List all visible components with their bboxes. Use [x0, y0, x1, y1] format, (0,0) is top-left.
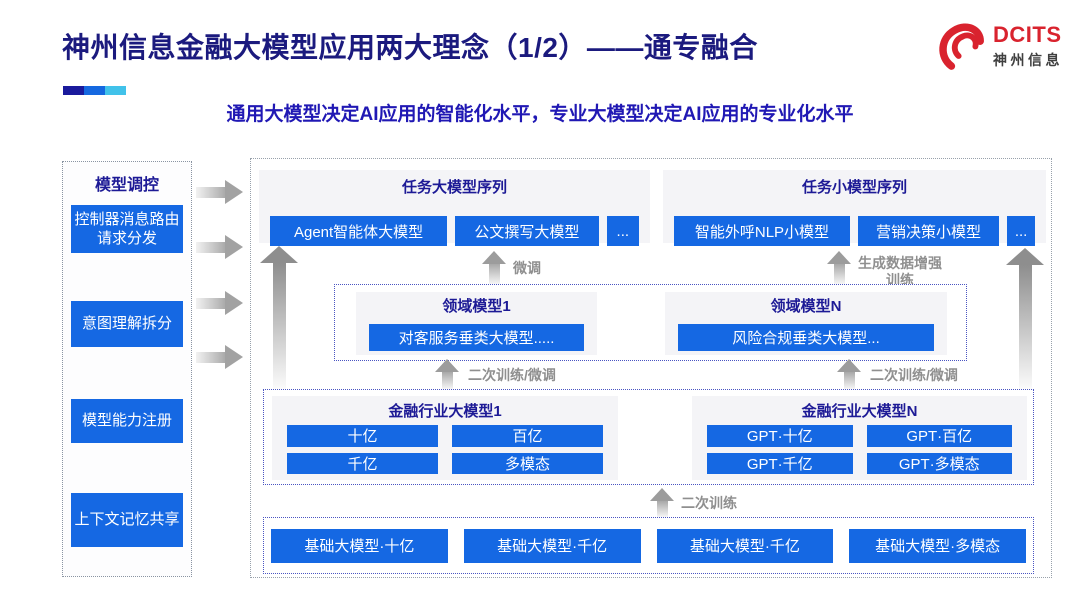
sidebar-item-intent-split: 意图理解拆分: [71, 301, 183, 347]
accent-segment: [84, 86, 105, 95]
model-box-gpt-multimodal: GPT·多模态: [866, 452, 1012, 474]
industry-model-n-panel: 金融行业大模型N GPT·十亿 GPT·百亿 GPT·千亿 GPT·多模态: [692, 396, 1027, 480]
secondary-train-arrow-icon: [650, 488, 674, 517]
model-box-base-100b: 基础大模型·千亿: [463, 528, 641, 563]
sidebar-title: 模型调控: [94, 177, 159, 194]
model-box-10b: 百亿: [452, 425, 603, 447]
model-box-gpt-10b: GPT·百亿: [866, 425, 1012, 447]
model-box-base-100b-2: 基础大模型·千亿: [656, 528, 834, 563]
model-box-marketing-decision: 营销决策小模型: [857, 216, 1000, 246]
chip-grid: GPT·十亿 GPT·百亿 GPT·千亿 GPT·多模态: [707, 425, 1012, 474]
model-box-100b: 千亿: [287, 452, 438, 474]
page-title: 神州信息金融大模型应用两大理念（1/2）——通专融合: [62, 32, 758, 63]
base-models-container: 基础大模型·十亿 基础大模型·千亿 基础大模型·千亿 基础大模型·多模态: [263, 517, 1034, 574]
logo-swirl-icon: [939, 23, 984, 70]
model-box-base-multimodal: 基础大模型·多模态: [849, 528, 1026, 563]
up-arrow-icon: [1006, 248, 1044, 389]
right-arrow-icon: [196, 345, 243, 369]
company-logo: DCITS 神州信息: [936, 18, 1063, 76]
right-arrow-icon: [196, 180, 243, 204]
finetune-arrow-icon: [482, 251, 506, 284]
task-small-models-panel: 任务小模型序列 智能外呼NLP小模型 营销决策小模型 ...: [663, 170, 1046, 246]
gen-data-label: 生成数据增强训练: [858, 255, 942, 288]
panel-title: 金融行业大模型N: [801, 403, 918, 420]
panel-title: 任务大模型序列: [401, 179, 507, 196]
chip-grid: 十亿 百亿 千亿 多模态: [287, 425, 603, 474]
logo-text: DCITS 神州信息: [993, 24, 1063, 70]
sidebar-item-context-memory: 上下文记忆共享: [71, 493, 183, 547]
panel-title: 金融行业大模型1: [388, 403, 502, 420]
model-box-risk-compliance: 风险合规垂类大模型...: [678, 324, 934, 351]
model-box-outbound-nlp: 智能外呼NLP小模型: [674, 216, 850, 246]
industry-models-container: 金融行业大模型1 十亿 百亿 千亿 多模态 金融行业大模型N GPT·十亿 GP…: [263, 389, 1034, 485]
model-box-document-writing: 公文撰写大模型: [455, 216, 599, 246]
sidebar-item-capability-register: 模型能力注册: [71, 399, 183, 443]
model-box-base-1b: 基础大模型·十亿: [271, 528, 448, 563]
accent-segment: [63, 86, 84, 95]
sidebar-item-message-router: 控制器消息路由请求分发: [71, 205, 183, 253]
retrain-arrow-icon: [837, 359, 861, 389]
model-box-gpt-1b: GPT·十亿: [707, 425, 853, 447]
title-accent-bar: [63, 86, 126, 95]
diagram-canvas: 任务大模型序列 Agent智能体大模型 公文撰写大模型 ... 任务小模型序列 …: [250, 158, 1052, 578]
retrain-finetune-left-label: 二次训练/微调: [468, 367, 556, 383]
model-box-more: ...: [1007, 216, 1035, 246]
model-box-1b: 十亿: [287, 425, 438, 447]
right-arrow-icon: [196, 291, 243, 315]
gen-data-arrow-icon: [827, 251, 851, 284]
model-control-panel: 模型调控 控制器消息路由请求分发 意图理解拆分 模型能力注册 上下文记忆共享: [62, 161, 192, 577]
up-arrow-icon: [260, 246, 298, 389]
panel-title: 任务小模型序列: [801, 179, 907, 196]
domain-model-n-panel: 领域模型N 风险合规垂类大模型...: [665, 292, 947, 355]
industry-model-1-panel: 金融行业大模型1 十亿 百亿 千亿 多模态: [272, 396, 618, 480]
right-arrow-icon: [196, 235, 243, 259]
task-large-models-panel: 任务大模型序列 Agent智能体大模型 公文撰写大模型 ...: [259, 170, 650, 246]
panel-title: 领域模型1: [442, 298, 511, 315]
domain-models-container: 领域模型1 对客服务垂类大模型..... 领域模型N 风险合规垂类大模型...: [334, 284, 967, 361]
retrain-arrow-icon: [435, 359, 459, 389]
model-box-more: ...: [606, 216, 639, 246]
model-box-gpt-100b: GPT·千亿: [707, 452, 853, 474]
chip-row: Agent智能体大模型 公文撰写大模型 ...: [270, 216, 639, 246]
chip-row: 智能外呼NLP小模型 营销决策小模型 ...: [674, 216, 1035, 246]
model-box-agent: Agent智能体大模型: [270, 216, 448, 246]
accent-segment: [105, 86, 126, 95]
domain-model-1-panel: 领域模型1 对客服务垂类大模型.....: [356, 292, 597, 355]
page-subtitle: 通用大模型决定AI应用的智能化水平，专业大模型决定AI应用的专业化水平: [226, 104, 854, 125]
secondary-train-label: 二次训练: [681, 495, 737, 511]
logo-company-text: 神州信息: [993, 52, 1063, 68]
logo-brand-text: DCITS: [993, 22, 1062, 47]
panel-title: 领域模型N: [770, 298, 842, 315]
retrain-finetune-right-label: 二次训练/微调: [870, 367, 958, 383]
model-box-customer-service: 对客服务垂类大模型.....: [369, 324, 584, 351]
finetune-label: 微调: [513, 260, 541, 276]
model-box-multimodal: 多模态: [452, 452, 603, 474]
